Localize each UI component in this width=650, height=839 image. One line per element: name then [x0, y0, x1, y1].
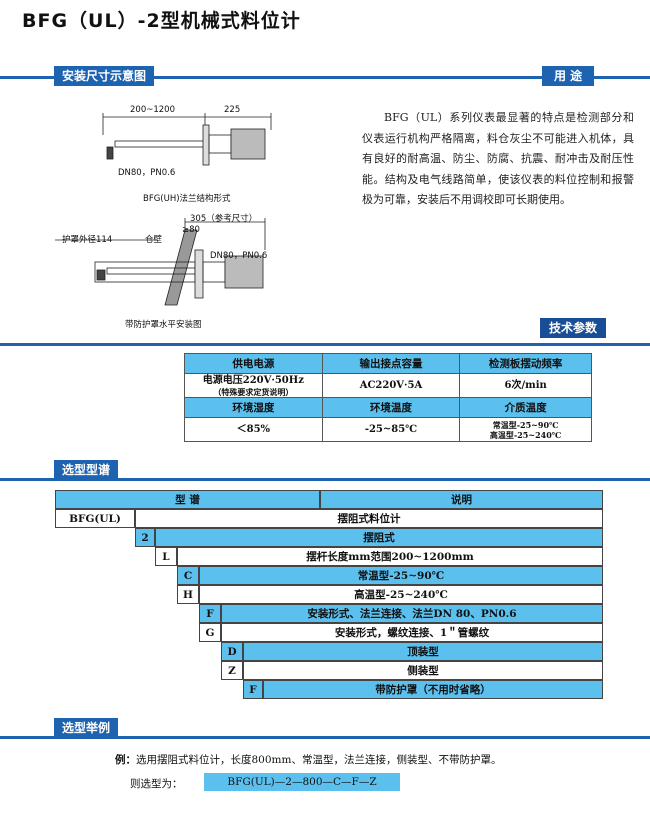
model-code-d: D — [221, 642, 243, 661]
usage-description: BFG（UL）系列仪表最显著的特点是检测部分和仪表运行机构严格隔离，料仓灰尘不可… — [362, 111, 634, 206]
model-desc-g: 安装形式，螺纹连接、1＂管螺纹 — [221, 623, 603, 642]
guard-diameter-label: 护罩外径114 — [62, 235, 113, 245]
model-desc-c: 常温型-25~90℃ — [199, 566, 603, 585]
section-divider — [0, 76, 650, 79]
model-desc-f-flange: 安装形式、法兰连接、法兰DN 80、PN0.6 — [221, 604, 603, 623]
flange-mount-diagram — [102, 113, 272, 166]
model-code-l: L — [155, 547, 177, 566]
section-install-header: 安装尺寸示意图 — [54, 66, 155, 86]
model-code-bfg: BFG(UL) — [55, 509, 135, 528]
section-tech-header: 技术参数 — [540, 318, 607, 338]
page-title: BFG（UL）-2型机械式料位计 — [22, 10, 301, 32]
example-result-label: 则选型为： — [130, 778, 183, 790]
flange-spec-label: DN80，PN0.6 — [118, 168, 176, 178]
section-usage-header: 用 途 — [542, 66, 595, 86]
spec-header-medium-temp: 介质温度 — [459, 397, 592, 418]
silo-wall-label: 仓壁 — [145, 235, 163, 245]
model-desc-z: 侧装型 — [243, 661, 603, 680]
diagram1-caption: BFG(UH)法兰结构形式 — [143, 194, 231, 204]
model-code-f-flange: F — [199, 604, 221, 623]
spec-humidity-value: ＜85% — [184, 417, 323, 442]
spec-header-frequency: 检测板摆动频率 — [459, 353, 592, 374]
tech-spec-table: 供电电源 输出接点容量 检测板摆动频率 电源电压220V·50Hz（特殊要求定货… — [184, 353, 592, 442]
model-desc-bfg: 摆阻式料位计 — [135, 509, 603, 528]
example-text: 例：选用摆阻式料位计，长度800mm、常温型，法兰连接，侧装型、不带防护罩。 — [115, 754, 502, 766]
model-code-z: Z — [221, 661, 243, 680]
model-desc-h: 高温型-25~240℃ — [199, 585, 603, 604]
model-code-g: G — [199, 623, 221, 642]
diagram2-caption: 带防护罩水平安装图 — [125, 320, 202, 330]
model-header-right: 说明 — [320, 490, 603, 509]
model-code-2: 2 — [135, 528, 155, 547]
model-desc-d: 顶装型 — [243, 642, 603, 661]
spec-header-humidity: 环境湿度 — [184, 397, 323, 418]
spec-output-value: AC220V·5A — [321, 373, 461, 398]
dim-min-80-label: ≥80 — [182, 225, 200, 235]
spec-frequency-value: 6次/min — [459, 373, 592, 398]
spec-ambient-temp-value: -25~85℃ — [321, 417, 461, 442]
dim-225-label: 225 — [224, 105, 241, 115]
model-code-c: C — [177, 566, 199, 585]
spec-header-ambient-temp: 环境温度 — [321, 397, 461, 418]
section-model-header: 选型型谱 — [54, 460, 119, 480]
dim-length-label: 200~1200 — [130, 105, 175, 115]
section-divider — [0, 478, 650, 481]
model-desc-l: 摆杆长度mm范围200~1200mm — [177, 547, 603, 566]
model-desc-2: 摆阻式 — [155, 528, 603, 547]
model-code-h: H — [177, 585, 199, 604]
model-code-f-guard: F — [243, 680, 263, 699]
guard-mount-diagram — [55, 218, 266, 306]
section-divider — [0, 736, 650, 739]
dim-reference-label: 305（参考尺寸） — [190, 214, 258, 224]
spec-header-power: 供电电源 — [184, 353, 323, 374]
spec-power-value: 电源电压220V·50Hz（特殊要求定货说明） — [184, 373, 323, 398]
model-header-left: 型 谱 — [55, 490, 320, 509]
example-result-code: BFG(UL)—2—800—C—F—Z — [204, 773, 400, 791]
section-divider — [0, 343, 650, 346]
flange-spec-label-2: DN80，PN0.6 — [210, 251, 268, 261]
spec-header-output: 输出接点容量 — [321, 353, 461, 374]
section-example-header: 选型举例 — [54, 718, 119, 738]
model-desc-f-guard: 带防护罩（不用时省略） — [263, 680, 603, 699]
